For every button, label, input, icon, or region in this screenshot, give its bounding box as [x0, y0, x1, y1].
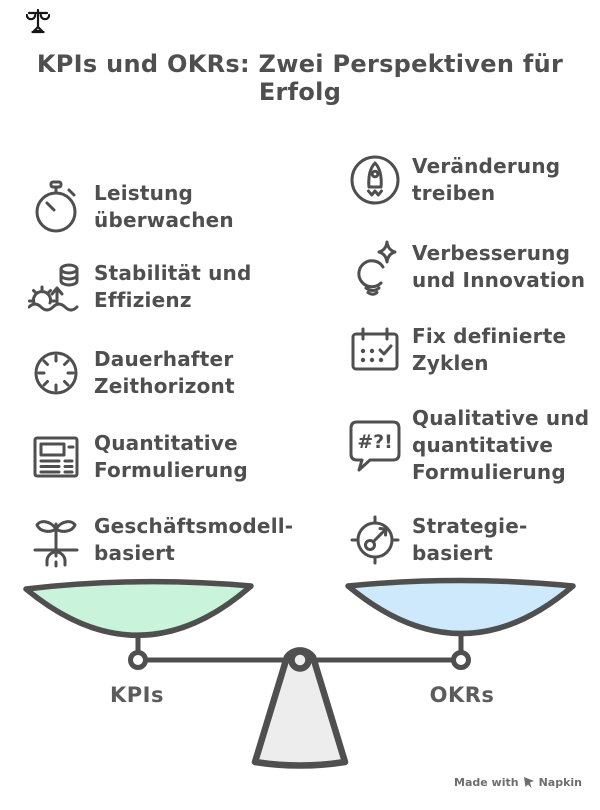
report-icon	[33, 436, 79, 478]
right-beam-ring	[451, 650, 471, 670]
item-label: Dauerhafter Zeithorizont	[94, 347, 235, 398]
stopwatch-icon	[35, 180, 77, 233]
item-label: Stabilität und Effizienz	[94, 261, 252, 312]
okr-item-1: Veränderung treiben	[348, 153, 560, 207]
item-label: Qualitative und quantitative Formulierun…	[412, 406, 590, 484]
item-label: Fix definierte Zyklen	[412, 324, 567, 375]
balance-scale-icon	[26, 8, 50, 34]
napkin-logo-icon	[523, 777, 534, 788]
sprout-icon	[33, 520, 79, 568]
item-label: Strategie- basiert	[412, 514, 528, 565]
credit-footer: Made with Napkin	[454, 776, 582, 789]
left-pan	[23, 578, 254, 638]
okr-item-2: Verbesserung und Innovation	[348, 238, 585, 296]
made-with-text: Made with	[454, 776, 519, 789]
calendar-icon	[351, 327, 399, 371]
page-title: KPIs und OKRs: Zwei Perspektiven für Erf…	[36, 50, 564, 106]
strategy-compass-icon	[350, 515, 400, 565]
right-pan	[345, 577, 576, 637]
chat-icon-text: #?!	[357, 431, 393, 453]
item-label: Verbesserung und Innovation	[412, 241, 586, 292]
chat-symbols-icon: #?!	[349, 420, 401, 471]
item-label: Leistung überwachen	[94, 181, 234, 232]
left-pan-label: KPIs	[110, 683, 164, 707]
item-label: Geschäftsmodell- basiert	[94, 514, 294, 565]
right-pan-label: OKRs	[429, 683, 495, 707]
kpi-item-3: Dauerhafter Zeithorizont	[28, 346, 235, 400]
balance-scale-graphic	[23, 577, 576, 769]
kpi-item-4: Quantitative Formulierung	[28, 430, 248, 484]
kpi-item-2: Stabilität und Effizienz	[28, 260, 252, 314]
item-label: Veränderung treiben	[412, 154, 561, 205]
gear-coins-icon	[28, 263, 79, 312]
clock-icon	[34, 351, 78, 395]
brand-text: Napkin	[538, 776, 582, 789]
kpi-item-5: Geschäftsmodell- basiert	[28, 512, 293, 568]
rocket-icon	[350, 155, 400, 205]
left-beam-ring	[128, 650, 148, 670]
lightbulb-spark-icon	[357, 240, 397, 296]
kpi-item-1: Leistung überwachen	[28, 180, 234, 234]
okr-item-5: Strategie- basiert	[348, 513, 528, 567]
okr-item-3: Fix definierte Zyklen	[348, 323, 566, 377]
okr-item-4: #?! Qualitative und quantitative Formuli…	[348, 405, 589, 486]
item-label: Quantitative Formulierung	[94, 431, 248, 482]
fulcrum-pivot-hole	[288, 648, 312, 672]
